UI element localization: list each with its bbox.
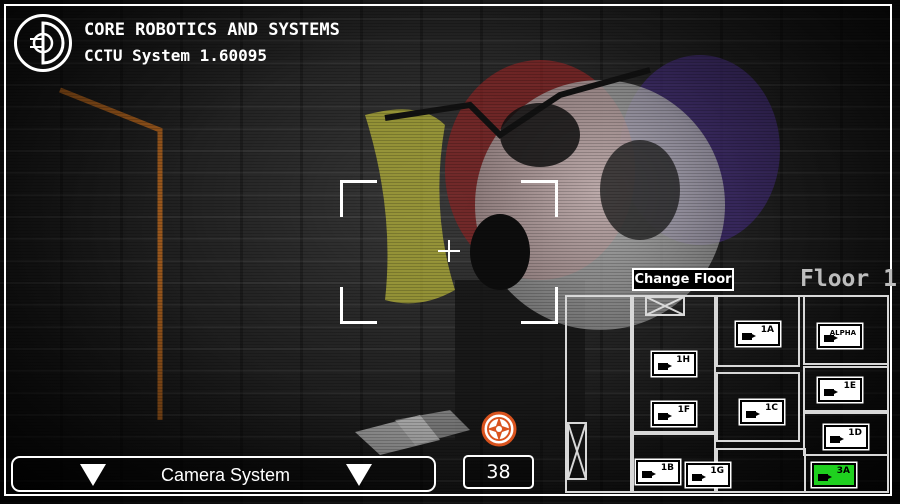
map-room bbox=[803, 295, 889, 365]
camera-system-label: Camera System bbox=[160, 465, 291, 485]
map-room bbox=[716, 295, 800, 367]
camera-button-1C[interactable]: 1C bbox=[740, 400, 784, 424]
flash-icon bbox=[481, 411, 517, 447]
camera-button-1H[interactable]: 1H bbox=[652, 352, 696, 376]
camera-button-1G[interactable]: 1G bbox=[686, 463, 730, 487]
camera-button-1E[interactable]: 1E bbox=[818, 378, 862, 402]
camera-system-toggle[interactable]: Camera System bbox=[11, 456, 436, 492]
change-floor-button[interactable]: Change Floor bbox=[632, 268, 734, 291]
camera-button-1D[interactable]: 1D bbox=[824, 425, 868, 449]
arrow-down-icon bbox=[80, 464, 106, 486]
logo-icon bbox=[14, 14, 72, 72]
robot-eye-right bbox=[600, 140, 680, 240]
camera-icon bbox=[742, 333, 756, 340]
camera-button-3A[interactable]: 3A bbox=[812, 463, 856, 487]
camera-button-1F[interactable]: 1F bbox=[652, 402, 696, 426]
crosshair-icon bbox=[438, 240, 460, 262]
camera-id: 3A bbox=[836, 466, 850, 476]
camera-icon bbox=[818, 474, 832, 481]
camera-button-1A[interactable]: 1A bbox=[736, 322, 780, 346]
camera-icon bbox=[642, 471, 656, 478]
power-counter: 38 bbox=[463, 455, 534, 489]
camera-icon bbox=[746, 411, 760, 418]
arrow-down-icon bbox=[346, 464, 372, 486]
map-room bbox=[565, 295, 632, 493]
map-room bbox=[716, 372, 800, 442]
camera-id: 1H bbox=[676, 355, 690, 365]
header-title: CORE ROBOTICS AND SYSTEMS bbox=[84, 20, 340, 40]
header-subtitle: CCTU System 1.60095 bbox=[84, 46, 268, 65]
focus-reticle bbox=[340, 180, 558, 324]
camera-id: ALPHA bbox=[829, 329, 856, 337]
camera-icon bbox=[824, 389, 838, 396]
camera-id: 1F bbox=[677, 405, 690, 415]
camera-button-alpha[interactable]: ALPHA bbox=[818, 324, 862, 348]
floor-label: Floor 1 bbox=[800, 266, 897, 292]
orange-frame bbox=[59, 87, 163, 420]
camera-icon bbox=[692, 474, 706, 481]
flash-button[interactable] bbox=[481, 411, 517, 447]
robot-eye-left bbox=[500, 103, 580, 167]
reticle-corner bbox=[340, 180, 377, 217]
map-room bbox=[803, 366, 889, 412]
camera-id: 1E bbox=[843, 381, 856, 391]
camera-id: 1B bbox=[660, 463, 674, 473]
camera-id: 1D bbox=[848, 428, 862, 438]
reticle-corner bbox=[521, 180, 558, 217]
camera-icon bbox=[830, 436, 844, 443]
camera-button-1B[interactable]: 1B bbox=[636, 460, 680, 484]
reticle-corner bbox=[521, 287, 558, 324]
stairs-marker bbox=[645, 296, 685, 316]
map-room bbox=[803, 412, 889, 456]
camera-id: 1G bbox=[710, 466, 724, 476]
camera-id: 1A bbox=[760, 325, 774, 335]
camera-id: 1C bbox=[765, 403, 778, 413]
camera-icon bbox=[658, 413, 672, 420]
camera-icon bbox=[824, 335, 838, 342]
door-marker bbox=[567, 422, 587, 480]
camera-icon bbox=[658, 363, 672, 370]
reticle-corner bbox=[340, 287, 377, 324]
